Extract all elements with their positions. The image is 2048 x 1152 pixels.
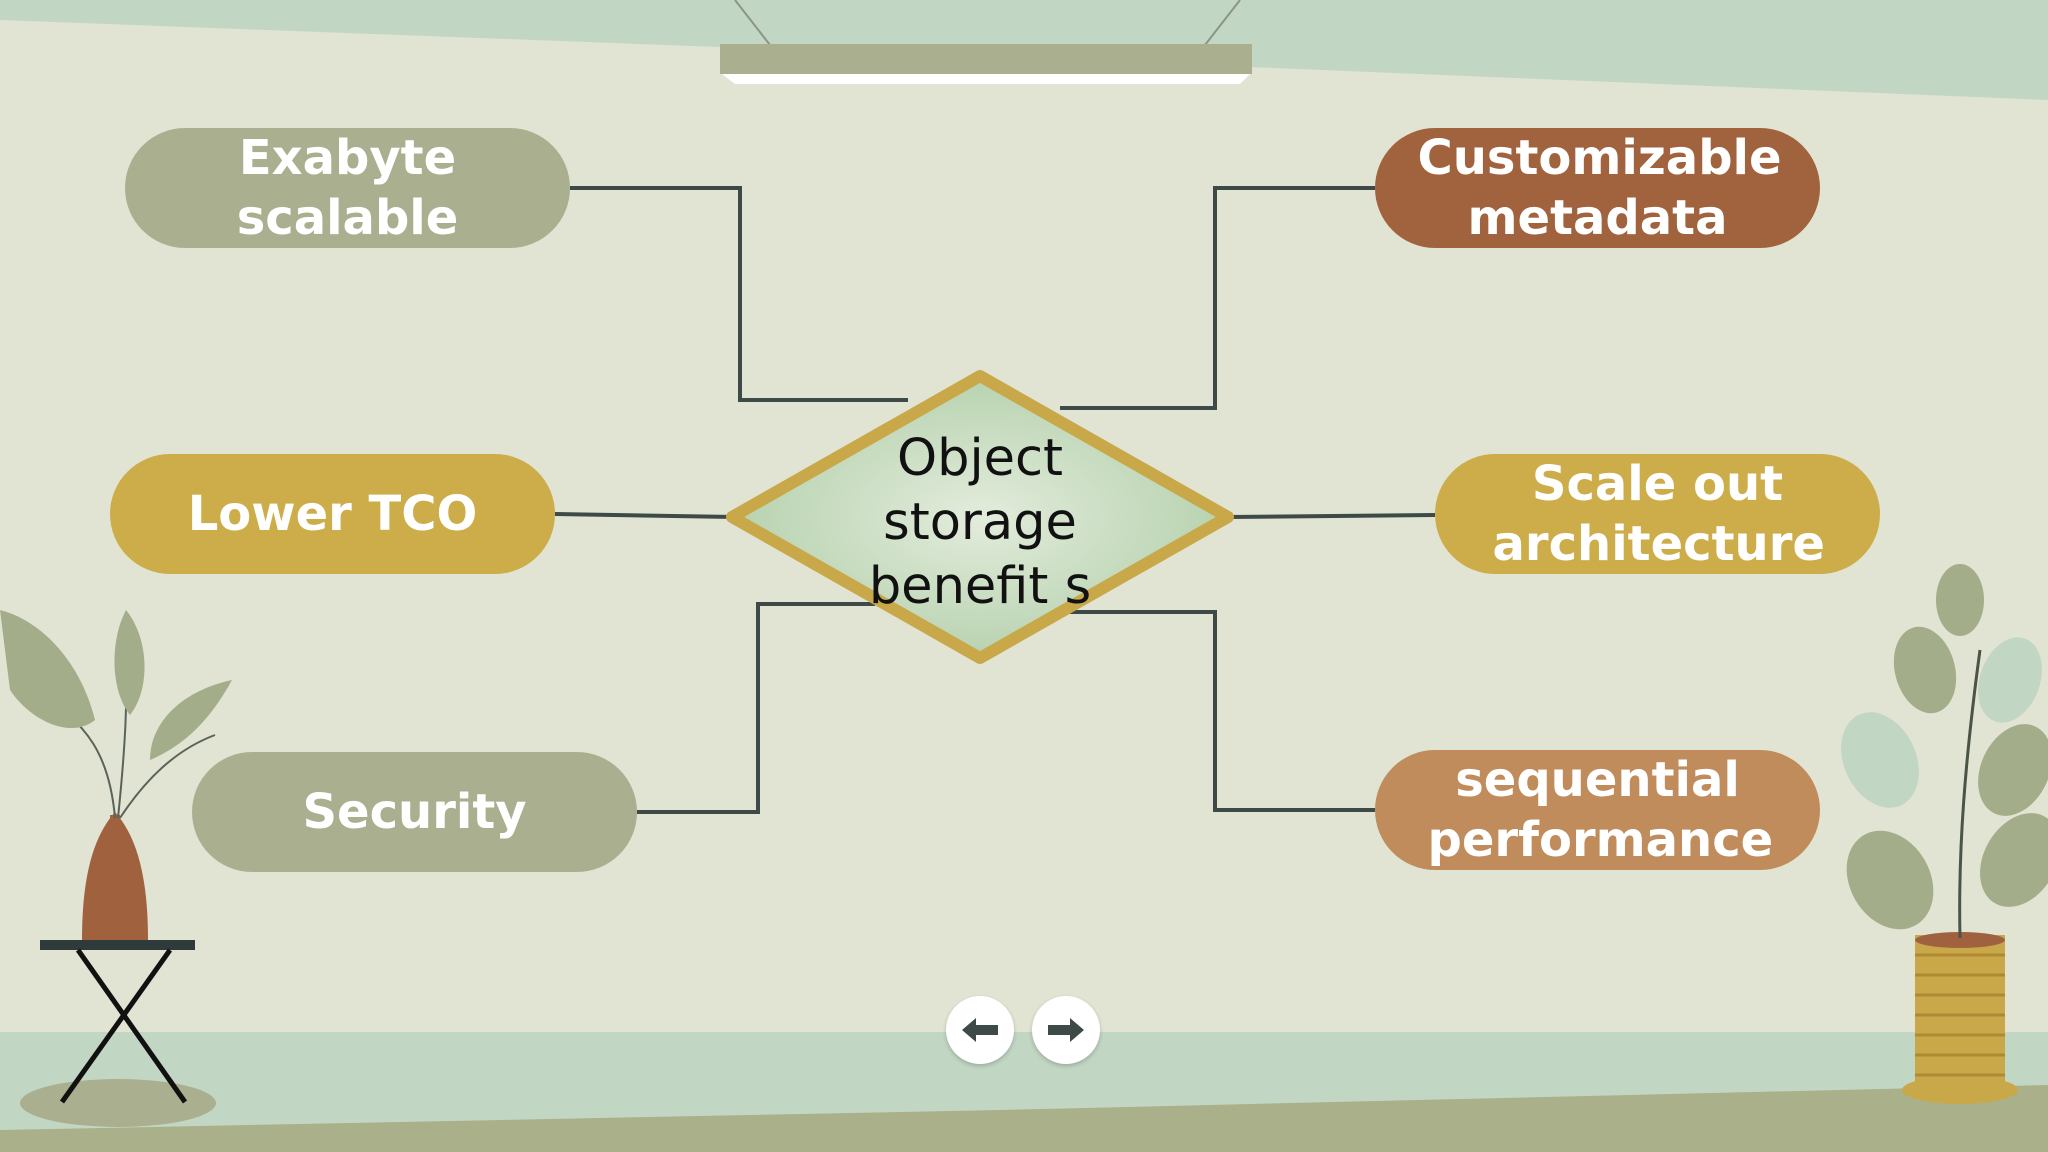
node-lower-tco: Lower TCO — [110, 454, 555, 574]
connector-exabyte — [570, 186, 908, 402]
node-scale-out-architecture: Scale out architecture — [1435, 454, 1880, 574]
node-label: Lower TCO — [187, 486, 478, 542]
ceiling-lamp — [720, 0, 1252, 84]
node-exabyte-scalable: Exabyte scalable — [125, 128, 570, 248]
node-label: Exabyte scalable — [236, 130, 459, 246]
node-label: sequential performance — [1427, 752, 1774, 868]
connectors — [554, 186, 1436, 814]
connector-security — [637, 602, 875, 814]
node-customizable-metadata: Customizable metadata — [1375, 128, 1820, 248]
connector-scale-out — [1227, 513, 1436, 519]
connector-metadata — [1060, 186, 1375, 410]
arrow-left-icon — [962, 1018, 998, 1042]
next-slide-button[interactable] — [1032, 996, 1100, 1064]
node-label: Security — [302, 784, 527, 840]
center-diamond — [726, 370, 1234, 664]
connector-sequential — [1070, 610, 1375, 812]
node-label: Scale out architecture — [1492, 456, 1825, 572]
right-plant-decor — [1841, 564, 2048, 1104]
node-sequential-performance: sequential performance — [1375, 750, 1820, 870]
node-label: Customizable metadata — [1417, 130, 1782, 246]
connector-lower-tco — [554, 512, 736, 519]
center-node-label: Object storage benefit s — [868, 429, 1092, 616]
previous-slide-button[interactable] — [946, 996, 1014, 1064]
left-plant-decor — [0, 610, 232, 1127]
arrow-right-icon — [1048, 1018, 1084, 1042]
node-security: Security — [192, 752, 637, 872]
floor — [0, 1085, 2048, 1152]
